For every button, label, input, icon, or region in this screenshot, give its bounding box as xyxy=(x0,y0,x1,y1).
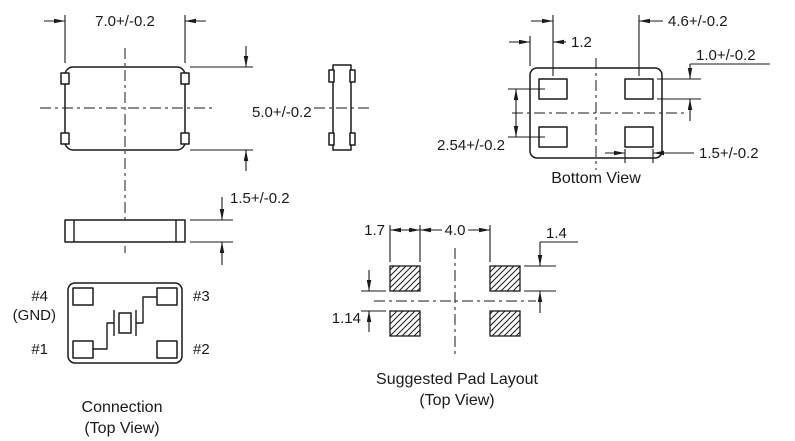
castellation-notch xyxy=(349,69,356,83)
pad xyxy=(624,126,654,148)
thickness-dim: 1.5+/-0.2 xyxy=(230,190,290,207)
pad-layout-caption: Suggested Pad Layout xyxy=(376,371,538,388)
castellation-notch xyxy=(328,69,335,83)
pad-3 xyxy=(156,287,178,306)
layout-pad xyxy=(389,310,421,337)
pad-height-extension-lines xyxy=(657,78,701,100)
wire-pin3 xyxy=(136,296,157,324)
pad-width-dim: 1.5+/-0.2 xyxy=(699,145,759,162)
extension-lines xyxy=(524,265,556,292)
end-view-drawing xyxy=(314,64,371,151)
pad-pitch-dim: 2.54+/-0.2 xyxy=(437,137,505,154)
castellation-notch xyxy=(60,132,70,145)
pin4-label: #4 xyxy=(31,288,48,305)
pin1-label: #1 xyxy=(31,341,48,358)
extension-lines xyxy=(361,290,386,312)
pad-4 xyxy=(72,287,94,306)
edge-to-pad-dim: 1.2 xyxy=(571,34,592,51)
top-view-width-dim: 7.0+/-0.2 xyxy=(95,13,155,30)
pin2-label: #2 xyxy=(193,341,210,358)
pad-2 xyxy=(156,340,178,359)
top-view-drawing: 7.0+/-0.2 5.0+/-0.2 xyxy=(40,13,312,253)
side-profile-drawing: 1.5+/-0.2 xyxy=(64,190,290,265)
pad-height-dim: 1.0+/-0.2 xyxy=(696,47,756,64)
pad-layout-drawing: 1.7 4.0 1.4 1.14 Suggested Pad Layout (T… xyxy=(332,222,578,409)
layout-pad xyxy=(389,265,421,292)
lid-seam-lines xyxy=(73,220,177,242)
layout-pad-height-dim: 1.4 xyxy=(546,225,567,242)
layout-pad-width-dim: 1.7 xyxy=(364,222,385,239)
bottom-view-caption: Bottom View xyxy=(551,170,641,187)
crystal-element xyxy=(118,312,132,334)
height-extension-lines xyxy=(190,66,253,151)
castellation-notch xyxy=(180,72,190,85)
layout-inner-span-dim: 4.0 xyxy=(445,222,466,239)
castellation-notch xyxy=(180,132,190,145)
pad-1 xyxy=(72,340,94,359)
bottom-view-drawing: 4.6+/-0.2 1.2 1.0+/-0.2 2.54+/-0.2 1.5+/… xyxy=(437,13,770,187)
castellation-notch xyxy=(349,132,356,146)
crystal-plates xyxy=(113,310,137,336)
castellation-notch xyxy=(328,132,335,146)
castellation-notch xyxy=(60,72,70,85)
pad-span-extension-lines xyxy=(552,15,640,76)
layout-inner-gap-dim: 1.14 xyxy=(332,310,361,327)
pad xyxy=(624,78,654,100)
connection-caption-sub: (Top View) xyxy=(84,420,159,437)
pin4-gnd-label: (GND) xyxy=(13,307,56,324)
pin3-label: #3 xyxy=(193,288,210,305)
connection-caption: Connection xyxy=(82,399,163,416)
pad-span-dim: 4.6+/-0.2 xyxy=(668,13,728,30)
side-profile-outline xyxy=(64,219,186,243)
layout-pad xyxy=(489,310,521,337)
top-view-height-dim: 5.0+/-0.2 xyxy=(252,104,312,121)
pad-layout-caption-sub: (Top View) xyxy=(419,392,494,409)
wire-pin1 xyxy=(93,322,114,350)
layout-pad xyxy=(489,265,521,292)
thickness-extension-lines xyxy=(190,219,233,243)
connection-view-drawing: #4 (GND) #1 #3 #2 Connection (Top View) xyxy=(13,282,210,437)
